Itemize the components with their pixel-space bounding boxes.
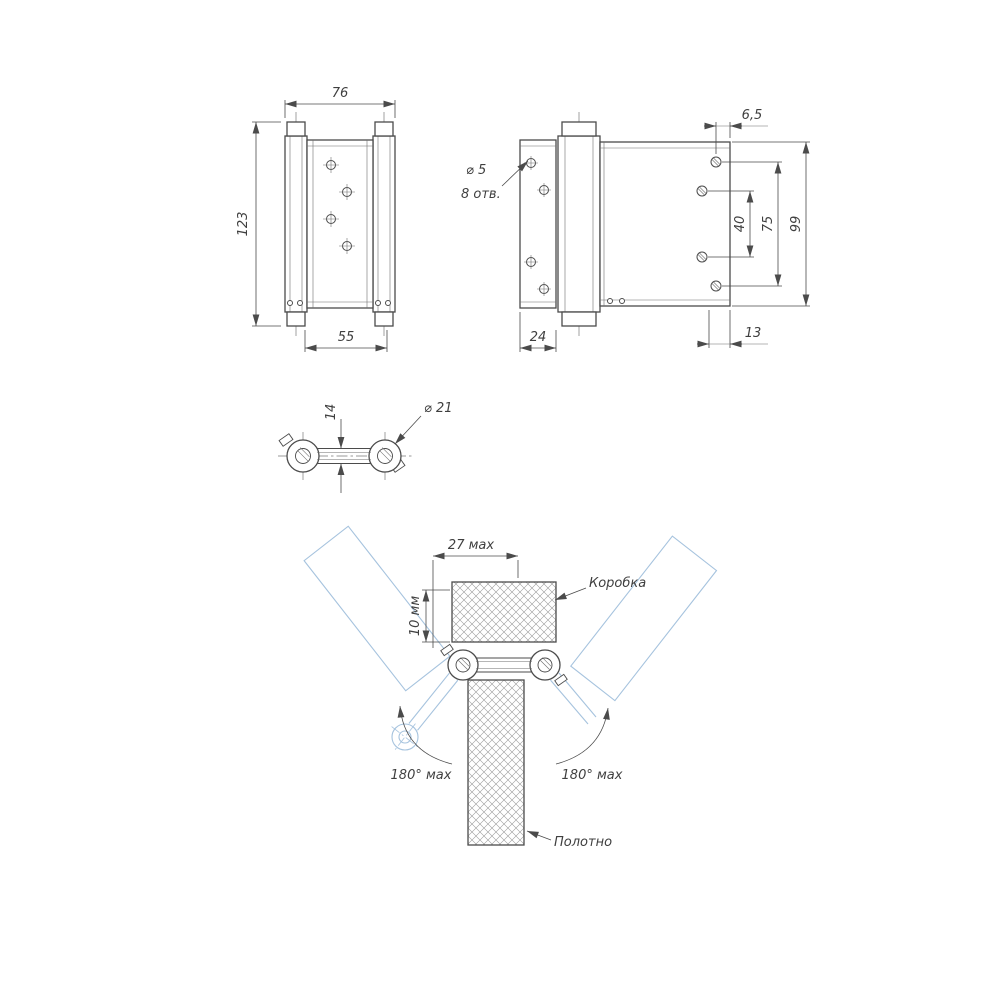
dim-clearance-27: 27 мах: [432, 538, 519, 648]
dim-holes-outer-label: 75: [761, 216, 776, 233]
dim-gap-label: 10 мм: [408, 596, 423, 636]
plan-view: 14 ⌀ 21: [278, 401, 453, 493]
side-barrel: [557, 121, 601, 327]
dim-edge-label: 13: [745, 326, 762, 341]
dim-offset-label: 6,5: [742, 108, 763, 123]
dim-gap-10: 10 мм: [408, 589, 450, 643]
knuckle-dia-callout: ⌀ 21: [394, 401, 453, 445]
install-hinge: [440, 643, 568, 687]
dim-leaf-55: 55: [304, 330, 388, 352]
hole-callout: ⌀ 5 8 отв.: [461, 160, 529, 202]
swing-left-label: 180° мах: [391, 768, 452, 783]
dim-knuckle-14: 14: [324, 404, 345, 493]
front-view: 76 123 55: [236, 86, 396, 352]
dim-height-label: 123: [236, 212, 251, 237]
dim-holes-inner-40: 40: [708, 190, 754, 258]
side-right-plate: [599, 141, 731, 307]
dim-edge-13: 13: [697, 310, 768, 348]
front-plate: [306, 139, 374, 309]
frame-callout: Коробка: [554, 576, 646, 601]
knuckle-dia-label: ⌀ 21: [424, 401, 453, 416]
dim-plate-height-99: 99: [732, 141, 810, 307]
plan-straps: [317, 448, 371, 464]
dim-barrel-24: 24: [519, 312, 557, 352]
side-screw-holes: [696, 156, 722, 292]
front-left-barrel: [284, 121, 308, 327]
dim-knuckle-label: 14: [324, 404, 339, 421]
swing-arrows: 180° мах 180° мах: [391, 705, 623, 783]
hole-dia-label: ⌀ 5: [466, 163, 486, 178]
dim-leaf-label: 55: [338, 330, 355, 345]
dim-holes-inner-label: 40: [733, 216, 748, 233]
dim-plate-height-label: 99: [789, 216, 804, 233]
plan-right-knuckle: [368, 439, 406, 473]
door-leaf-block: [467, 679, 525, 846]
swung-knuckle-left: [391, 672, 459, 751]
plan-left-knuckle: [278, 433, 320, 473]
frame-block: [451, 581, 557, 643]
front-plate-holes: [287, 157, 391, 306]
dim-offset-65: 6,5: [704, 108, 768, 154]
dim-width-label: 76: [332, 86, 349, 101]
installation-view: 180° мах 180° мах 27 мах 10 мм Коробка П…: [303, 525, 718, 850]
hole-count-label: 8 отв.: [461, 187, 501, 202]
side-left-plate: [519, 139, 557, 309]
dim-holes-outer-75: 75: [722, 161, 782, 287]
front-right-barrel: [372, 121, 396, 327]
leaf-callout: Полотно: [526, 830, 612, 850]
swung-leaf-right: [570, 535, 718, 702]
side-view: ⌀ 5 8 отв. 6,5 40 75 99: [461, 108, 810, 352]
swing-right-label: 180° мах: [562, 768, 623, 783]
swung-leaf-left: [303, 525, 451, 692]
leaf-label: Полотно: [554, 835, 612, 850]
dim-clearance-label: 27 мах: [448, 538, 494, 553]
dim-height-123: 123: [236, 121, 281, 327]
frame-label: Коробка: [589, 576, 646, 591]
dim-barrel-label: 24: [530, 330, 547, 345]
dim-width-76: 76: [284, 86, 396, 118]
